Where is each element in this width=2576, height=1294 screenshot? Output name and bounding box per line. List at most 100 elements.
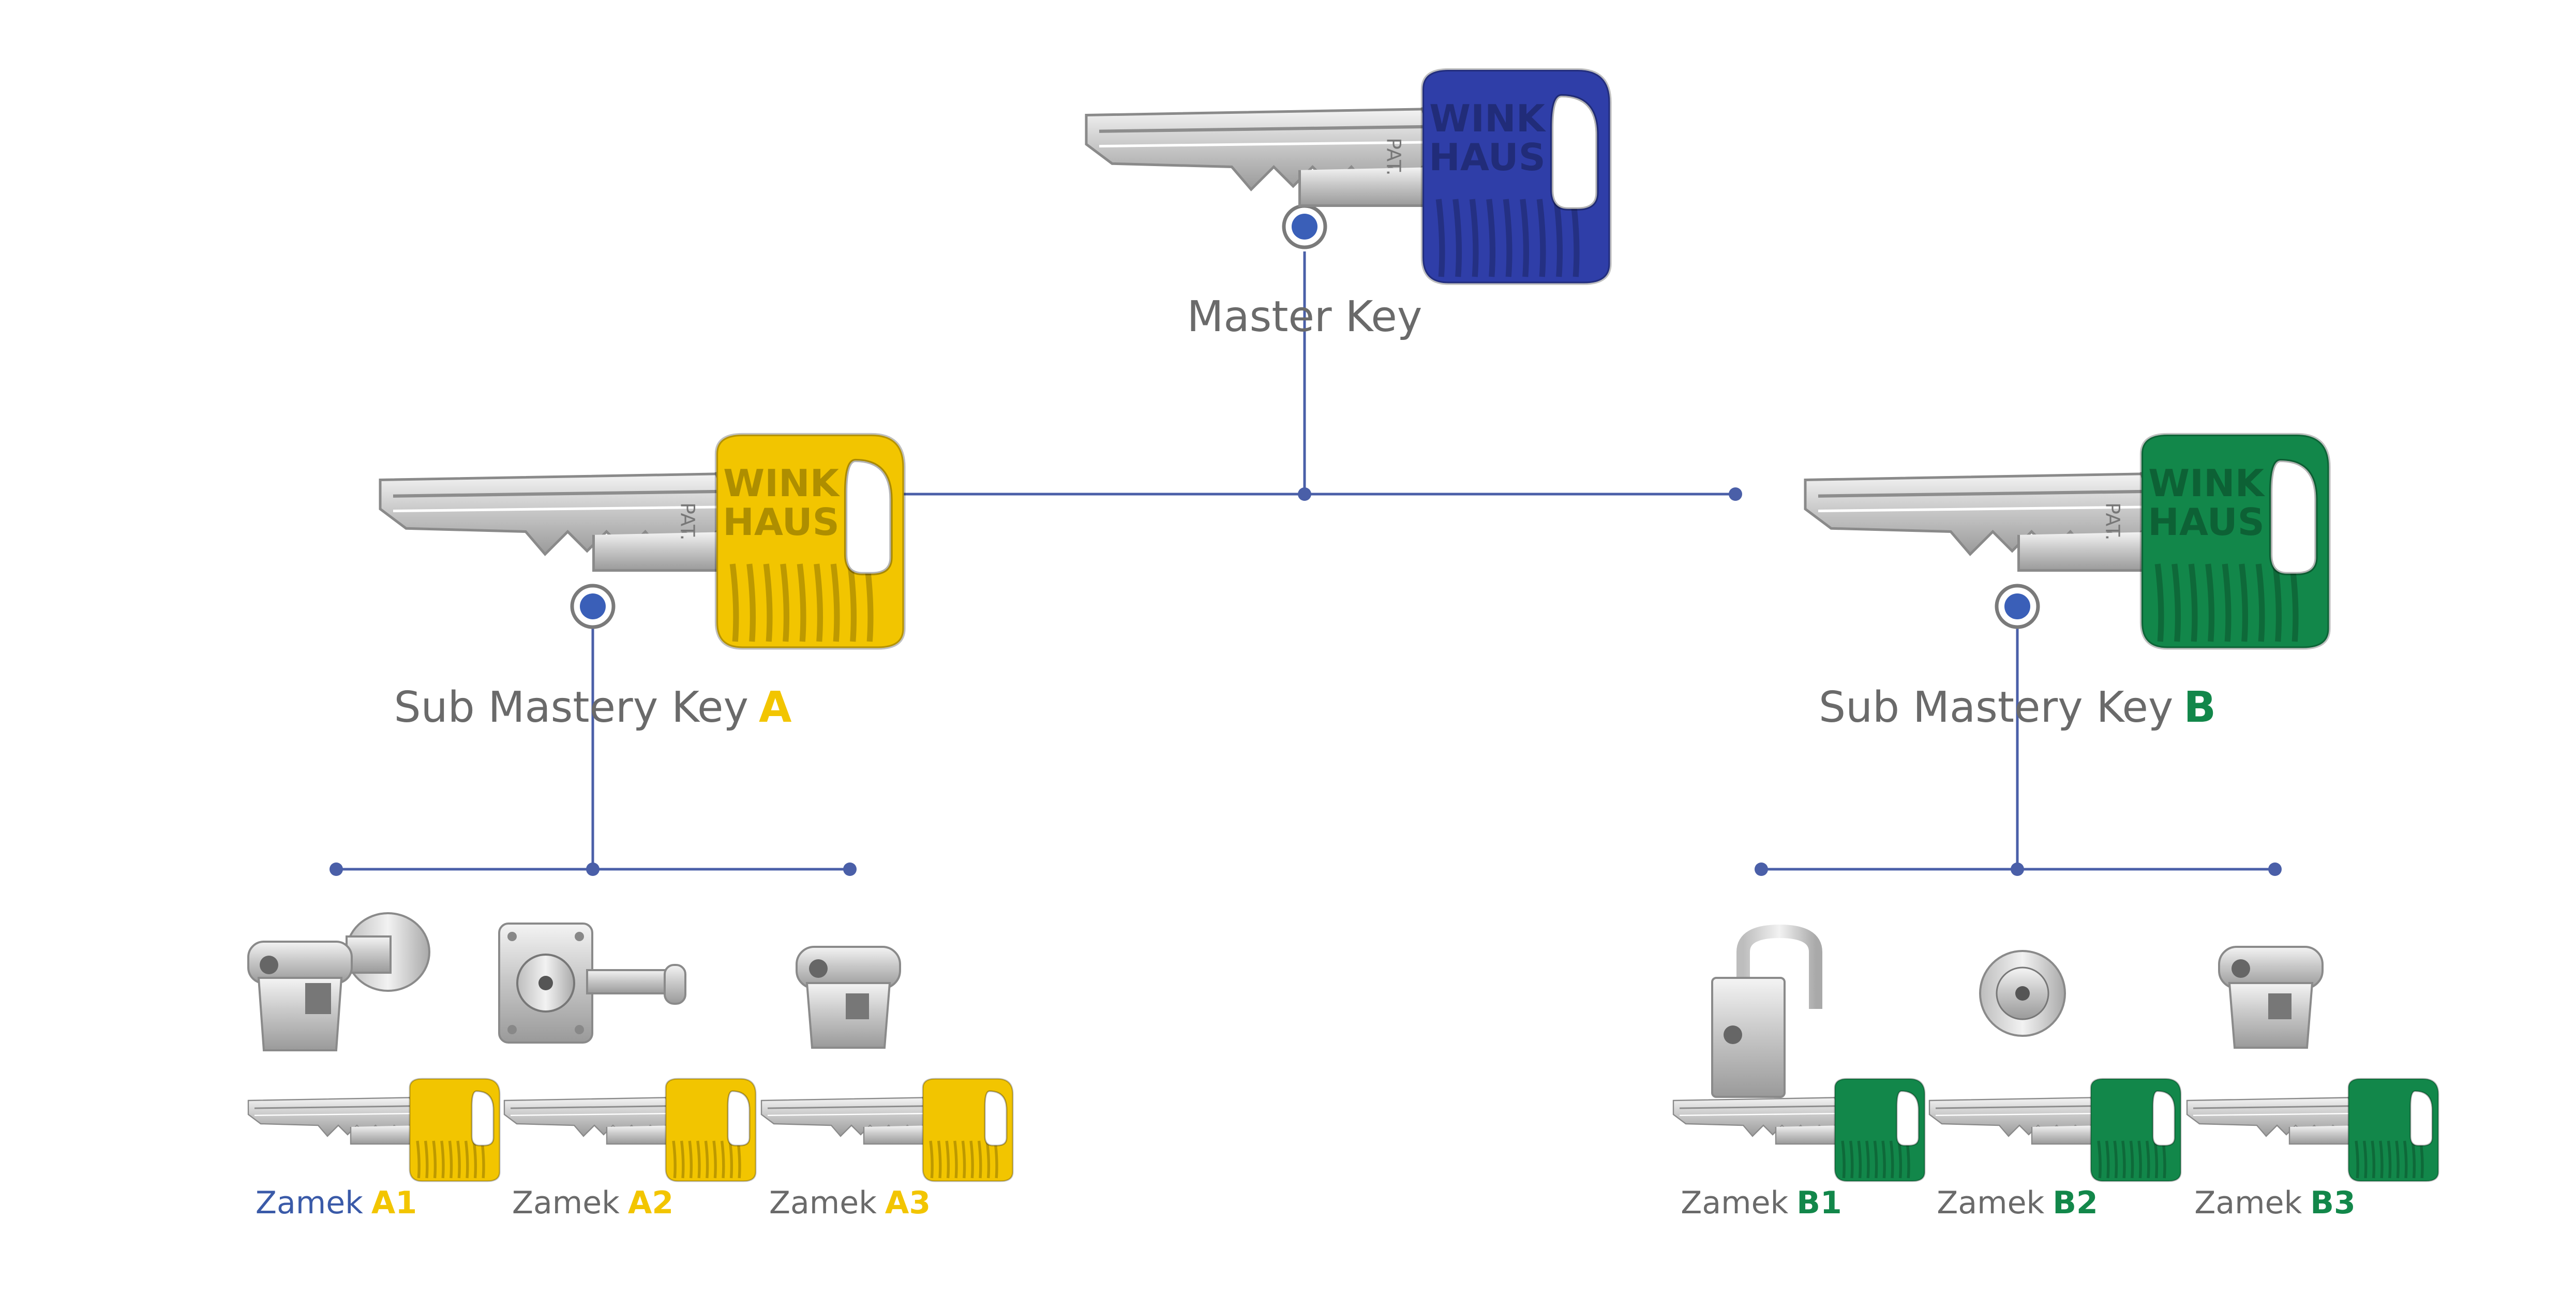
key-grip-rib xyxy=(729,563,739,642)
key-grip-rib xyxy=(1897,1140,1903,1179)
connector-dots xyxy=(330,487,2282,876)
key-grip-rib xyxy=(1452,199,1462,277)
key-stamp: PAT. xyxy=(676,502,699,540)
key-grip-rib xyxy=(2379,1140,2384,1179)
key-grip-rib xyxy=(780,563,790,642)
key-brand-line1: WINK xyxy=(1429,97,1547,141)
euro-cylinder-icon-b3 xyxy=(2218,946,2324,1049)
key-grip-rib xyxy=(2171,563,2181,642)
key-grip-rib xyxy=(746,563,756,642)
lock-a3-code: A3 xyxy=(885,1185,931,1221)
key-grip-rib xyxy=(847,563,857,642)
sub-key-a-label-text: Sub Mastery Key xyxy=(394,683,748,732)
key-grip-rib xyxy=(1520,199,1530,277)
key-grip-rib xyxy=(945,1140,950,1179)
lock-b1-code: B1 xyxy=(1796,1185,1841,1221)
key-grip-rib xyxy=(2188,563,2198,642)
key-grip-rib xyxy=(2272,563,2282,642)
key-ring-hole xyxy=(844,458,893,575)
sub-key-b-letter: B xyxy=(2183,683,2216,732)
key-grip-rib xyxy=(2387,1140,2392,1179)
key-ring-hole xyxy=(2269,458,2318,575)
key-grip-rib xyxy=(763,563,773,642)
lock-b3-code: B3 xyxy=(2310,1185,2355,1221)
key-brand-line1: WINK xyxy=(2148,462,2266,505)
key-grip-rib xyxy=(448,1140,453,1179)
key-grip-rib xyxy=(1536,199,1546,277)
key-grip-rib xyxy=(2419,1140,2424,1179)
key-grip-rib xyxy=(696,1140,701,1179)
key-grip-rib xyxy=(1906,1140,1910,1179)
key-grip-rib xyxy=(969,1140,974,1179)
key-grip-rib xyxy=(712,1140,717,1179)
key-ring-hole xyxy=(1550,94,1599,211)
key-grip-rib xyxy=(985,1140,991,1179)
key-grip-rib xyxy=(2105,1140,2110,1179)
key-ring-hole xyxy=(727,1090,751,1147)
node-marker-master xyxy=(1282,204,1327,249)
key-grip-rib xyxy=(929,1140,934,1179)
key-grip-rib xyxy=(2121,1140,2126,1179)
key-grip-rib xyxy=(472,1140,477,1179)
key-ring-hole xyxy=(471,1090,495,1147)
key-grip-rib xyxy=(464,1140,469,1179)
key-grip-rib xyxy=(1881,1140,1886,1179)
key-brand-line2: HAUS xyxy=(2148,501,2265,544)
key-grip-rib xyxy=(1865,1140,1870,1179)
key-grip-rib xyxy=(2137,1140,2142,1179)
key-grip-rib xyxy=(1889,1140,1894,1179)
key-grip-rib xyxy=(672,1140,677,1179)
key-grip-rib xyxy=(977,1140,982,1179)
key-grip-rib xyxy=(1486,199,1496,277)
key-grip-rib xyxy=(481,1140,485,1179)
key-grip-rib xyxy=(704,1140,709,1179)
key-grip-rib xyxy=(1849,1140,1854,1179)
key-grip-rib xyxy=(2255,563,2265,642)
key-grip-rib xyxy=(728,1140,733,1179)
key-brand-line2: HAUS xyxy=(1429,136,1546,180)
round-cylinder-icon xyxy=(1979,950,2066,1037)
lock-b2-word: Zamek xyxy=(1937,1185,2044,1221)
cam-lock-icon xyxy=(498,923,686,1044)
key-grip-rib xyxy=(720,1140,725,1179)
key-grip-rib xyxy=(2403,1140,2408,1179)
key-grip-rib xyxy=(1873,1140,1878,1179)
key-grip-rib xyxy=(432,1140,437,1179)
key-grip-rib xyxy=(1570,199,1580,277)
node-marker-sub-b xyxy=(1995,584,2040,629)
small-key-a1-icon xyxy=(247,1078,501,1182)
key-grip-rib xyxy=(2145,1140,2150,1179)
key-ring-hole xyxy=(2409,1090,2433,1147)
key-grip-rib xyxy=(994,1140,998,1179)
key-grip-rib xyxy=(680,1140,685,1179)
key-grip-rib xyxy=(814,563,823,642)
key-grip-rib xyxy=(416,1140,421,1179)
key-grip-rib xyxy=(2153,1140,2159,1179)
key-grip-rib xyxy=(1503,199,1512,277)
padlock-icon xyxy=(1711,924,1822,1098)
key-grip-rib xyxy=(961,1140,966,1179)
sub-key-b-label-text: Sub Mastery Key xyxy=(1819,683,2173,732)
master-key-label: Master Key xyxy=(1187,292,1422,341)
key-grip-rib xyxy=(2113,1140,2118,1179)
key-grip-rib xyxy=(2162,1140,2166,1179)
key-grip-rib xyxy=(953,1140,958,1179)
key-grip-rib xyxy=(2289,563,2299,642)
key-grip-rib xyxy=(864,563,874,642)
key-grip-rib xyxy=(1469,199,1479,277)
lock-a1-word: Zamek xyxy=(256,1185,363,1221)
key-ring-hole xyxy=(984,1090,1008,1147)
lock-a2-word: Zamek xyxy=(512,1185,620,1221)
key-grip-rib xyxy=(830,563,840,642)
key-stamp: PAT. xyxy=(2101,502,2124,540)
key-grip-rib xyxy=(2222,563,2231,642)
sub-key-a-letter: A xyxy=(759,683,792,732)
